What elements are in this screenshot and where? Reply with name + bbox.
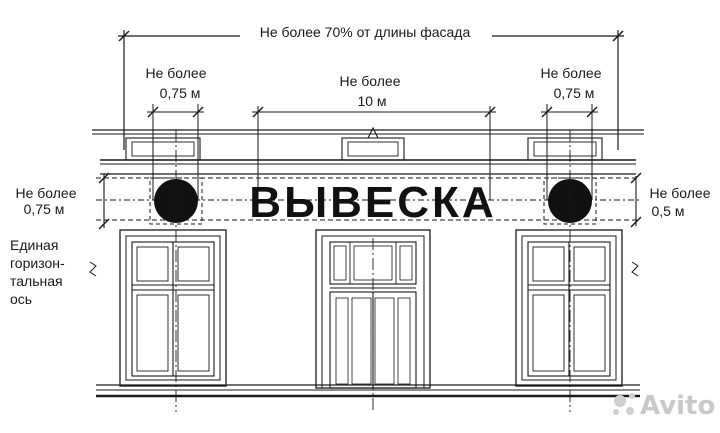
facade-width-dimension: Не более 70% от длины фасада xyxy=(118,20,624,150)
avito-watermark: Avito xyxy=(613,391,715,421)
left-height-label-2: 0,75 м xyxy=(24,201,65,217)
sign-width-dimension: Не более 10 м xyxy=(252,73,496,200)
left-circle-dimension: Не более 0,75 м xyxy=(145,65,207,200)
axis-label-2: горизон- xyxy=(10,255,65,271)
right-height-label-1: Не более xyxy=(649,185,710,201)
right-window xyxy=(515,229,623,387)
right-circle-label-1: Не более xyxy=(540,65,601,81)
left-height-label-1: Не более xyxy=(15,185,76,201)
axis-label-3: тальная xyxy=(10,273,63,289)
right-height-dimension: Не более 0,5 м xyxy=(630,172,711,228)
right-circle-dimension: Не более 0,75 м xyxy=(540,65,602,200)
sign-width-label-2: 10 м xyxy=(357,93,386,109)
right-circle-label-2: 0,75 м xyxy=(554,85,595,101)
facade-width-label: Не более 70% от длины фасада xyxy=(260,24,471,40)
axis-label-4: ось xyxy=(10,291,32,307)
right-height-label-2: 0,5 м xyxy=(652,203,685,219)
cornice xyxy=(92,126,644,175)
sign-text: ВЫВЕСКА xyxy=(249,178,496,227)
left-circle-label-1: Не более xyxy=(145,65,206,81)
left-height-dimension: Не более 0,75 м xyxy=(15,172,110,230)
left-circle-label-2: 0,75 м xyxy=(160,85,201,101)
horizontal-axis-label: Единая горизон- тальная ось xyxy=(10,237,639,307)
left-window xyxy=(119,229,227,387)
plinth xyxy=(96,384,640,398)
sign-width-label-1: Не более xyxy=(339,73,400,89)
axis-label-1: Единая xyxy=(10,237,58,253)
sign-zone: ВЫВЕСКА xyxy=(96,177,640,227)
center-axes xyxy=(175,130,571,412)
watermark-text: Avito xyxy=(640,391,715,421)
